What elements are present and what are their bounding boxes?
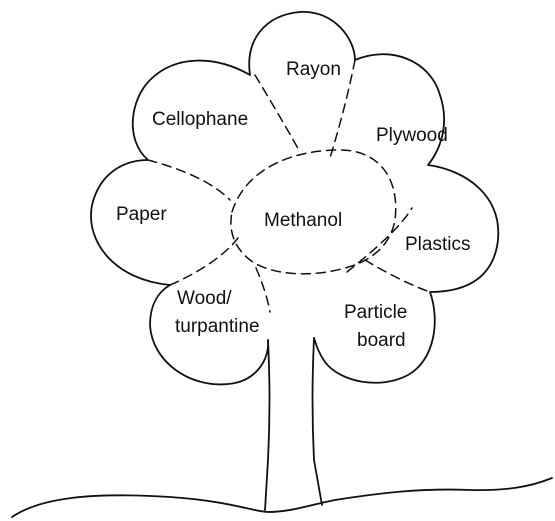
label-plastics: Plastics <box>405 234 470 255</box>
label-particle-line2: board <box>357 330 406 351</box>
divider-cellophane-paper <box>148 160 230 200</box>
label-particle-line1: Particle <box>344 302 407 323</box>
label-wood-line1: Wood/ <box>177 288 232 309</box>
divider-particle-plastics <box>347 208 412 272</box>
label-cellophane: Cellophane <box>152 109 248 130</box>
ground-line <box>12 478 552 517</box>
divider-plastics-edge <box>365 260 430 292</box>
tree-trunk <box>313 338 323 505</box>
label-rayon: Rayon <box>286 59 341 80</box>
divider-wood-trunk <box>256 268 270 312</box>
label-plywood: Plywood <box>376 125 448 146</box>
tree-trunk <box>265 340 270 510</box>
label-wood-line2: turpantine <box>175 316 260 337</box>
label-methanol: Methanol <box>264 210 342 231</box>
label-paper: Paper <box>116 204 167 225</box>
divider-paper-wood <box>170 238 238 285</box>
divider-cellophane-rayon <box>255 75 300 152</box>
